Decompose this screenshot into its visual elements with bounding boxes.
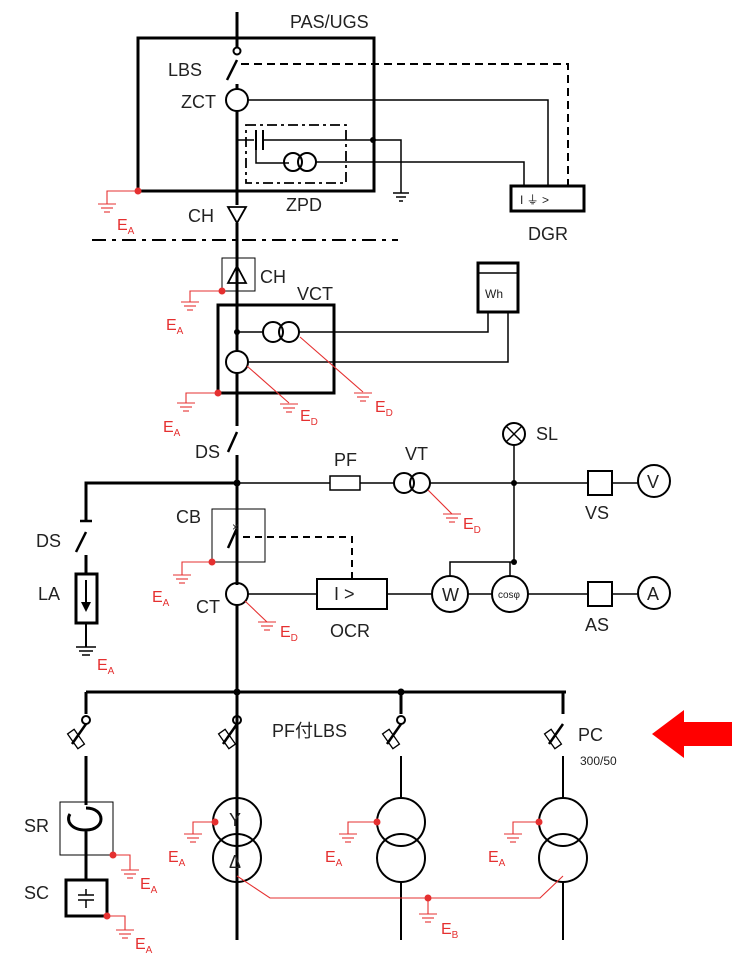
vt-label: VT (405, 444, 428, 464)
protection-section: CB × EA CT ED I > OCR W cosφ AS (36, 507, 671, 940)
svg-text:ED: ED (463, 516, 481, 536)
feeder-capacitor: SR EA SC EA (24, 723, 158, 956)
transformer-4-lower-icon (538, 833, 588, 883)
ocr-relay-text: I > (334, 584, 355, 604)
sr-label: SR (24, 816, 49, 836)
red-arrow-left-icon (652, 710, 732, 758)
ch-upper-label: CH (188, 206, 214, 226)
svg-text:×: × (232, 520, 239, 534)
metering-section: DS PF VT ED SL VS V (80, 422, 671, 585)
terminal-icon (232, 46, 242, 56)
wattmeter-label: W (442, 585, 459, 605)
earth-eb-label: EB (441, 921, 459, 941)
zpd-label: ZPD (286, 195, 322, 215)
ds-switch-icon (226, 431, 239, 453)
svg-text:EA: EA (97, 657, 115, 677)
sl-label: SL (536, 424, 558, 444)
ch-lower-label: CH (260, 267, 286, 287)
ds-la-label: DS (36, 531, 61, 551)
svg-text:EA: EA (140, 876, 158, 896)
vct-box (216, 303, 336, 395)
lbs-switch-icon (225, 59, 239, 81)
svg-text:EA: EA (163, 419, 181, 439)
zpd-box (245, 124, 347, 184)
eb-earth-bond (236, 875, 564, 899)
lbs-label: LBS (168, 60, 202, 80)
transformer-3-upper-icon (376, 797, 426, 847)
tr-y-label: Y (229, 810, 241, 830)
svg-text:ED: ED (280, 624, 298, 644)
vct-pt-icon (262, 321, 284, 343)
pf-lbs-label: PF付LBS (272, 721, 347, 741)
cosphi-label: cosφ (498, 590, 521, 601)
feeder-transformer-2: EA (325, 723, 426, 940)
vt-transformer-icon (393, 472, 415, 494)
la-label: LA (38, 584, 60, 604)
svg-text:EA: EA (135, 936, 153, 956)
cable-head-down-icon (226, 206, 248, 225)
tr-delta-label: Δ (229, 852, 241, 872)
vs-switch-box (587, 470, 613, 496)
pas-ugs-box (136, 36, 376, 193)
earth-ea-label: EA (117, 217, 135, 237)
vs-label: VS (585, 503, 609, 523)
pf-fuse-2-icon (217, 728, 237, 750)
feeder-transformer-3: EA (488, 723, 588, 940)
wh-meter-box (476, 261, 520, 314)
vct-ct-icon (225, 350, 249, 374)
pf-label: PF (334, 450, 357, 470)
ocr-label: OCR (330, 621, 370, 641)
ds-main-label: DS (195, 442, 220, 462)
svg-text:ED: ED (375, 399, 393, 419)
vct-label: VCT (297, 284, 333, 304)
pc-rating-label: 300/50 (580, 754, 617, 768)
transformer-4-upper-icon (538, 797, 588, 847)
svg-text:EA: EA (488, 849, 506, 869)
zct-icon (225, 88, 249, 112)
svg-text:EA: EA (325, 849, 343, 869)
as-switch-box (587, 581, 613, 607)
pas-ugs-label: PAS/UGS (290, 12, 369, 32)
cb-box (211, 508, 266, 563)
feeder-transformer-y-delta: Y Δ EA (168, 723, 262, 940)
ammeter-label: A (647, 584, 659, 604)
feeder-section: PF付LBS PC 300/50 SR EA SC (24, 688, 732, 956)
as-label: AS (585, 615, 609, 635)
pf-fuse-3-icon (381, 728, 401, 750)
pf-fuse-icon (329, 475, 361, 491)
svg-text:EA: EA (168, 849, 186, 869)
ct-label: CT (196, 597, 220, 617)
dgr-relay-text: I ⏚ > (520, 193, 549, 207)
ct-icon (225, 582, 249, 606)
pf-fuse-1-icon (66, 728, 86, 750)
cb-label: CB (176, 507, 201, 527)
series-reactor-icon (67, 806, 103, 855)
svg-text:ED: ED (300, 408, 318, 428)
vct-section: CH EA VCT Wh ED ED (163, 257, 520, 439)
dgr-box (509, 184, 586, 213)
sc-box (64, 878, 109, 918)
cb-switch-icon (226, 527, 239, 549)
sc-label: SC (24, 883, 49, 903)
zct-label: ZCT (181, 92, 216, 112)
ds-la-switch-icon (74, 531, 88, 553)
pas-ugs-section: PAS/UGS LBS ZCT ZPD I ⏚ > DGR (98, 12, 586, 258)
pc-label: PC (578, 725, 603, 745)
svg-text:EA: EA (152, 589, 170, 609)
transformer-3-lower-icon (376, 833, 426, 883)
voltmeter-icon (637, 464, 671, 498)
dgr-label: DGR (528, 224, 568, 244)
pf-fuse-4-icon (543, 728, 563, 750)
svg-text:EA: EA (166, 317, 184, 337)
ammeter-icon (637, 576, 671, 610)
wh-label: Wh (485, 287, 503, 301)
zpd-transformer-icon (283, 152, 303, 172)
voltmeter-label: V (647, 472, 659, 492)
